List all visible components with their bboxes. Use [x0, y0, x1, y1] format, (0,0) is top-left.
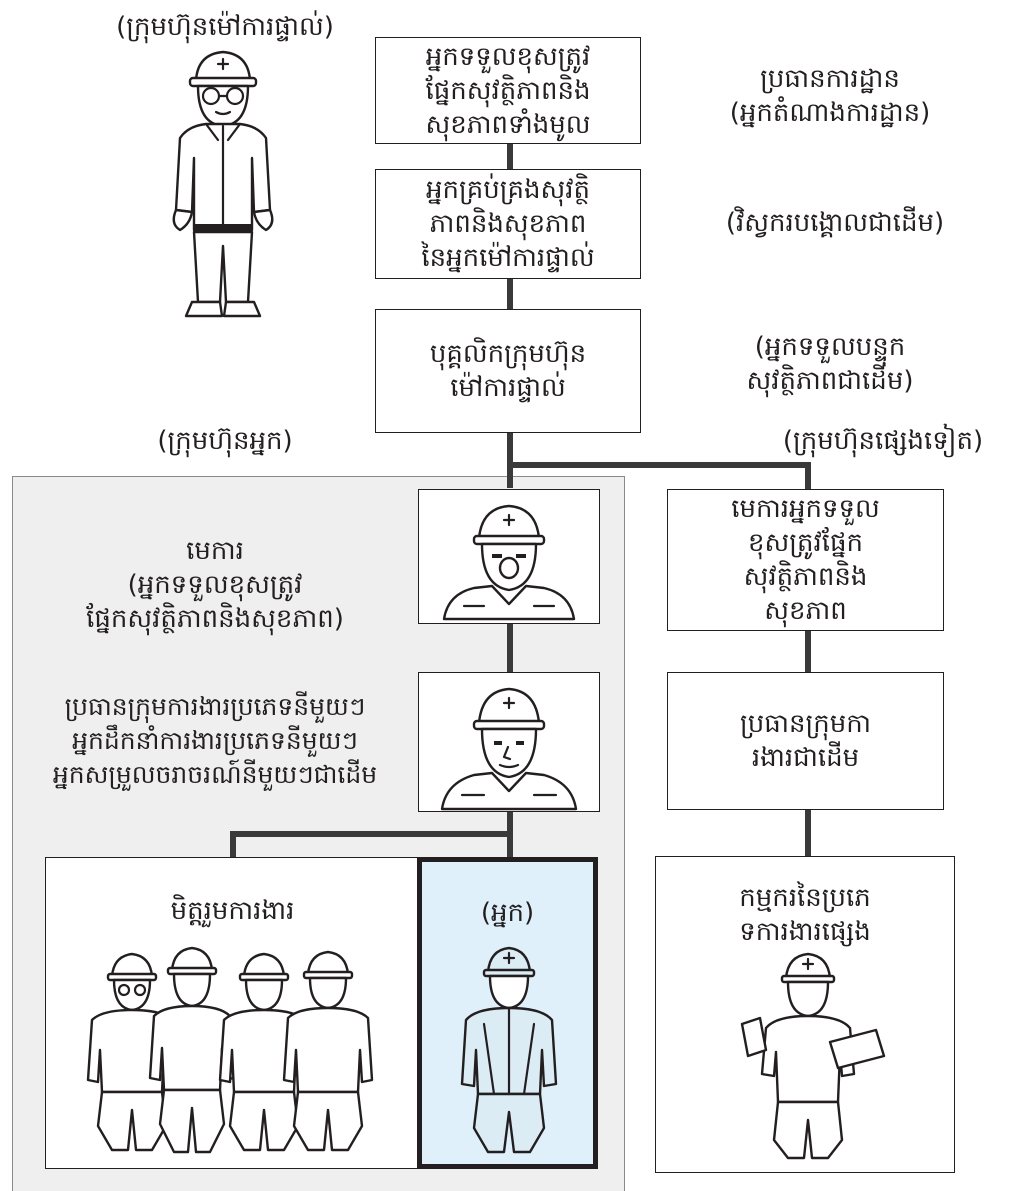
- other-company-label: (ក្រុមហ៊ុនផ្សេងទៀត): [782, 426, 984, 456]
- general-responsible-text: អ្នកទទួលខុសត្រូវ ផ្នែកសុវត្ថិភាពនិង សុខភ…: [425, 41, 591, 140]
- your-company-label: (ក្រុមហ៊ុនអ្នក): [157, 426, 293, 456]
- connector-right-1: [805, 630, 811, 674]
- safety-assistant-label: (អ្នកទទួលបន្ទុក សុវត្ថិភាពជាដើម): [746, 332, 914, 396]
- coworkers-illustration: [86, 946, 374, 1154]
- other-group-leader-text: ប្រធានក្រុមកា រងារជាដើម: [739, 709, 871, 773]
- safety-manager-text: អ្នកគ្រប់គ្រងសុវត្ថិ ភាពនិងសុខភាព នៃអ្នក…: [421, 175, 595, 273]
- connector-right-2: [805, 809, 811, 857]
- site-manager-label: ប្រធានការដ្ឋាន (អ្នកតំណាងការដ្ឋាន): [729, 64, 931, 128]
- you-text: (អ្នក): [480, 898, 535, 928]
- coworkers-text: មិត្តរួមការងារ: [170, 896, 295, 926]
- prime-staff-text: បុគ្គលិកក្រុមហ៊ុន ម៉ៅការផ្ទាល់: [429, 339, 587, 403]
- other-worker-illustration: [740, 952, 886, 1160]
- connector-right-down: [805, 462, 811, 492]
- prime-company-label: (ក្រុមហ៊ុនម៉ៅការផ្ទាល់): [116, 12, 334, 42]
- foreman-label: មេការ (អ្នកទទួលខុសត្រូវ ផ្នែកសុវត្ថិភាពន…: [86, 536, 344, 634]
- connector-split: [230, 831, 510, 837]
- group-leader-illustration: [440, 687, 578, 811]
- connector-mid: [507, 279, 513, 309]
- other-foreman-text: មេការអ្នកទទួល ខុសត្រូវផ្នែក សុវត្ថិភាពនិ…: [731, 494, 880, 626]
- foreman-illustration: [442, 504, 576, 621]
- connector-leader-down: [507, 811, 513, 859]
- safety-manager-box: អ្នកគ្រប់គ្រងសុវត្ថិ ភាពនិងសុខភាព នៃអ្នក…: [375, 169, 641, 279]
- you-illustration: [460, 946, 558, 1154]
- connector-coworkers: [230, 831, 236, 859]
- connector-horizontal: [507, 462, 811, 468]
- general-responsible-box: អ្នកទទួលខុសត្រូវ ផ្នែកសុវត្ថិភាពនិង សុខភ…: [375, 37, 641, 144]
- coworker-4: [282, 950, 374, 1152]
- connector-foreman-leader: [507, 622, 513, 672]
- connector-top: [507, 143, 513, 169]
- group-leaders-label: ប្រធានក្រុមការងារប្រភេទនីមួយៗ អ្នកដឹកនាំ…: [52, 692, 378, 789]
- coworker-2: [148, 946, 236, 1154]
- prime-worker-illustration: [172, 50, 274, 318]
- other-worker-text: កម្មករនៃប្រភេ ទការងារផ្សេង: [739, 883, 871, 947]
- other-foreman-box: មេការអ្នកទទួល ខុសត្រូវផ្នែក សុវត្ថិភាពនិ…: [667, 489, 944, 631]
- other-group-leader-box: ប្រធានក្រុមកា រងារជាដើម: [667, 672, 944, 810]
- engineer-label: (វិស្វករបង្គោលជាដើម): [725, 208, 945, 238]
- prime-staff-card-real: បុគ្គលិកក្រុមហ៊ុន ម៉ៅការផ្ទាល់: [375, 309, 641, 433]
